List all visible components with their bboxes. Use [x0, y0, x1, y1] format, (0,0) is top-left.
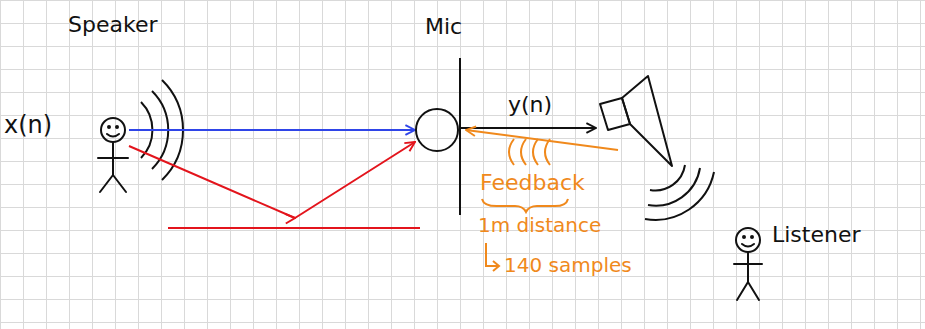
delay-note: 140 samples [504, 254, 632, 277]
listener-figure [734, 228, 762, 300]
mic-label: Mic [425, 14, 462, 39]
feedback-arrow [466, 130, 618, 150]
loudspeaker-symbol [600, 76, 672, 166]
hook-arrow [486, 243, 499, 271]
mic-stand [459, 58, 461, 215]
feedback-label: Feedback [480, 170, 585, 195]
signal-name: x(n) [4, 112, 52, 140]
signal-name: y(n) [508, 92, 552, 117]
signal-wire [460, 127, 596, 129]
sound-waves [645, 165, 714, 220]
direct-sound-arrow [129, 129, 415, 131]
microphone-circle: Mic [415, 108, 459, 152]
speaker-label: Speaker [68, 12, 157, 37]
listener-label: Listener [772, 222, 861, 247]
person-symbol [99, 116, 129, 194]
reflection-arrow [129, 142, 415, 218]
reflecting-wall [168, 227, 420, 229]
speaker-figure: Speakerx(n) [99, 116, 129, 194]
distance-note: 1m distance [478, 214, 601, 237]
feedback-waves [509, 139, 550, 165]
underbrace [482, 199, 568, 212]
circle-outline [415, 108, 459, 152]
